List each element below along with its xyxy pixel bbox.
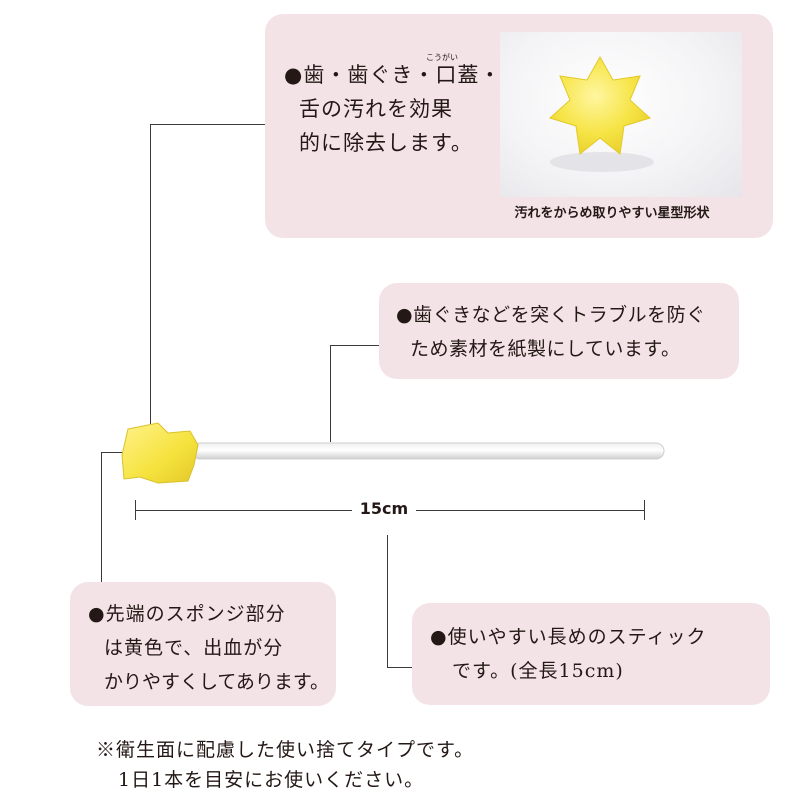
dimension-label: 15cm — [352, 499, 416, 518]
callout-top-line3: 的に除去します。 — [299, 131, 473, 155]
callout-bottom-left-box — [70, 582, 336, 706]
swab-illustration — [121, 422, 665, 484]
callout-middle-line1: ●歯ぐきなどを突くトラブルを防ぐ — [396, 304, 706, 326]
swab-sponge — [121, 422, 199, 484]
callout-middle-box — [379, 283, 739, 379]
callout-top-line2: 舌の汚れを効果 — [299, 97, 453, 121]
callout-bottom-right-box — [412, 603, 770, 705]
callout-top-ruby: こうがい — [426, 53, 458, 62]
photo-caption: 汚れをからめ取りやすい星型形状 — [514, 206, 710, 221]
connector-right-h — [387, 667, 412, 668]
callout-bottom-left-line2: は黄色で、出血が分 — [104, 637, 284, 659]
connector-left-h — [101, 452, 131, 453]
callout-bottom-right-line1: ●使いやすい長めのスティック — [430, 626, 707, 648]
dimension-tick-left — [135, 500, 136, 520]
dimension-tick-right — [644, 500, 645, 520]
callout-top-text: ●歯・歯ぐき・口蓋・ 舌の汚れを効果 的に除去します。 — [284, 58, 501, 160]
callout-bottom-left-line1: ●先端のスポンジ部分 — [88, 603, 286, 625]
callout-top-line1c: ・ — [479, 63, 502, 87]
callout-middle-text: ●歯ぐきなどを突くトラブルを防ぐ ため素材を紙製にしています。 — [396, 298, 706, 366]
connector-mid-v — [330, 345, 331, 442]
connector-left-v — [101, 452, 102, 582]
callout-top-line1a: ●歯・歯ぐき・ — [284, 63, 436, 87]
connector-top-v — [150, 124, 151, 424]
callout-middle-line2: ため素材を紙製にしています。 — [410, 338, 681, 360]
star-sponge-photo — [500, 32, 742, 197]
connector-mid-h — [330, 345, 379, 346]
star-sponge-icon — [549, 55, 654, 172]
swab-stick — [191, 442, 665, 460]
connector-top-h — [150, 124, 265, 125]
callout-top-line1b: 口蓋 — [435, 63, 480, 87]
callout-bottom-right-line2: です。(全長15cm) — [452, 660, 624, 682]
callout-bottom-right-text: ●使いやすい長めのスティック です。(全長15cm) — [430, 620, 706, 688]
connector-right-v — [387, 535, 388, 668]
footer-line2: 1日1本を目安にお使いください。 — [118, 769, 425, 791]
footer-line1: ※衛生面に配慮した使い捨てタイプです。 — [96, 739, 475, 761]
callout-bottom-left-text: ●先端のスポンジ部分 は黄色で、出血が分 かりやすくしてあります。 — [88, 597, 329, 699]
callout-bottom-left-line3: かりやすくしてあります。 — [104, 671, 329, 693]
